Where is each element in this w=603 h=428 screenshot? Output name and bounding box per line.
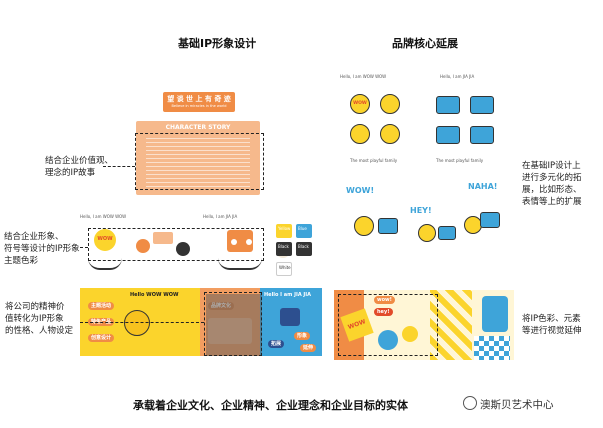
- note-personality-line2: 值转化为IP形象: [5, 314, 64, 324]
- note-color: 结合企业形象、 符号等设计的IP形象 主题色彩: [4, 231, 80, 267]
- frame-color: [88, 228, 264, 261]
- ext-caption-2: The most playful family: [436, 158, 484, 163]
- pose-jia-1: [378, 218, 398, 234]
- story-banner: 望 谈 世 上 有 奇 迹 Believe in miracles in the…: [163, 92, 235, 112]
- note-visual-line1: 将IP色彩、元素: [522, 314, 581, 324]
- note-visual: 将IP色彩、元素 等进行视觉延伸: [522, 313, 582, 337]
- brand-banner-jia: [482, 296, 508, 332]
- ext-jia-face-2: [470, 96, 494, 114]
- ext-hello-wow: Hello, I am WOW WOW: [340, 74, 387, 79]
- pose-wow-2: [418, 224, 436, 242]
- frame-personality: [204, 292, 262, 356]
- ext-hello-jia: Hello, I am JIA JIA: [440, 74, 475, 79]
- palette-dot-black: [176, 242, 190, 256]
- title-bottom: 承载着企业文化、企业精神、企业理念和企业目标的实体: [133, 399, 408, 412]
- wow-mascot-head: WOW: [94, 229, 116, 251]
- poster-blue: Hello I am JIA JIA 形象 拓展 延伸: [260, 288, 322, 356]
- poster-highlight-overlay: [206, 294, 262, 356]
- note-extension-line3: 展，比如形态、: [522, 185, 582, 195]
- note-story-line1: 结合企业价值观、: [45, 156, 114, 166]
- pose-hey-shout: HEY!: [410, 206, 432, 215]
- swatch-black-1: Black: [276, 242, 292, 256]
- palette-patch: [153, 232, 173, 244]
- poster-wow-mascot: [124, 310, 150, 336]
- note-color-line1: 结合企业形象、: [4, 232, 64, 242]
- watermark: 澳斯贝艺术中心: [480, 399, 554, 411]
- poster-jia-title: Hello I am JIA JIA: [264, 292, 312, 298]
- pose-naha-shout: NAHA!: [468, 182, 498, 191]
- frame-visual: [338, 294, 438, 356]
- story-banner-text: 望 谈 世 上 有 奇 迹: [167, 95, 231, 103]
- note-personality-line3: 的性格、人物设定: [5, 326, 74, 336]
- title-brand-extension: 品牌核心延展: [392, 37, 458, 50]
- arrow-color: [80, 247, 88, 248]
- pose-jia-3: [480, 212, 500, 228]
- brand-banner: WOW wow! hey!: [334, 290, 514, 360]
- jia-mascot-body: [218, 254, 262, 270]
- jia-mascot-head: [227, 230, 253, 252]
- swatch-white: White: [276, 262, 292, 276]
- ext-wow-face-2: [380, 94, 400, 114]
- ext-wow-face-1-label: WOW: [353, 101, 367, 106]
- palette-hello-jia: Hello, I am JIA JIA: [203, 214, 238, 219]
- poster-wow-title: Hello WOW WOW: [130, 292, 179, 298]
- pose-jia-2: [438, 226, 456, 240]
- ext-wow-face-3: [350, 124, 370, 144]
- poster-tag-3: 创意设计: [88, 334, 115, 342]
- ext-caption-1: The most playful family: [350, 158, 398, 163]
- brand-banner-tag1: wow!: [374, 296, 395, 304]
- note-personality-line1: 将公司的精神价: [5, 302, 65, 312]
- arrow-personality: [80, 322, 204, 323]
- note-extension-line2: 进行多元化的拓: [522, 173, 582, 183]
- frame-story: [135, 133, 264, 190]
- story-text-block: [146, 135, 250, 189]
- poster-tag-7: 延伸: [300, 344, 317, 352]
- ext-jia-face-4: [470, 126, 494, 144]
- swatch-black-2: Black: [296, 242, 312, 256]
- swatch-yellow: Yellow: [276, 224, 292, 238]
- ext-jia-face-3: [436, 126, 460, 144]
- wow-mascot-body: [88, 252, 122, 270]
- brand-banner-circle-2: [402, 326, 418, 342]
- arrow-story: [103, 166, 135, 167]
- note-color-line2: 符号等设计的IP形象: [4, 244, 80, 254]
- note-extension: 在基础IP设计上 进行多元化的拓 展，比如形态、 表情等上的扩展: [522, 160, 582, 208]
- poster-tag-1: 主题活动: [88, 302, 115, 310]
- note-visual-line2: 等进行视觉延伸: [522, 326, 582, 336]
- poster-jia-mascot: [280, 308, 300, 326]
- note-extension-line4: 表情等上的扩展: [522, 197, 582, 207]
- story-banner-sub: Believe in miracles in the world: [171, 104, 227, 108]
- ext-wow-face-4: [380, 124, 400, 144]
- extension-board: Hello, I am WOW WOW Hello, I am JIA JIA …: [340, 74, 508, 174]
- swatch-blue: Blue: [296, 224, 312, 238]
- note-color-line3: 主题色彩: [4, 256, 39, 266]
- pose-board: WOW! HEY! NAHA!: [344, 182, 504, 274]
- palette-dot-orange: [136, 239, 150, 253]
- poster-tag-6: 拓展: [268, 340, 285, 348]
- note-story-line2: 理念的IP故事: [45, 168, 96, 178]
- title-ip-design: 基础IP形象设计: [178, 37, 257, 50]
- pose-wow-shout: WOW!: [346, 186, 375, 195]
- note-extension-line1: 在基础IP设计上: [522, 161, 581, 171]
- poster-tag-5: 形象: [294, 332, 311, 340]
- wow-mascot-label: WOW: [97, 236, 113, 242]
- ext-wow-face-1: WOW: [350, 94, 370, 114]
- brand-banner-checker: [474, 336, 510, 360]
- brand-banner-tag2: hey!: [374, 308, 393, 316]
- note-story: 结合企业价值观、 理念的IP故事: [45, 155, 113, 179]
- pose-wow-1: [354, 216, 374, 236]
- brand-banner-circle-1: [378, 330, 398, 350]
- ext-jia-face-1: [436, 96, 460, 114]
- story-heading: CHARACTER STORY: [165, 124, 231, 131]
- note-personality: 将公司的精神价 值转化为IP形象 的性格、人物设定: [5, 301, 73, 337]
- wechat-icon: [463, 396, 477, 410]
- palette-hello-wow: Hello, I am WOW WOW: [80, 214, 127, 219]
